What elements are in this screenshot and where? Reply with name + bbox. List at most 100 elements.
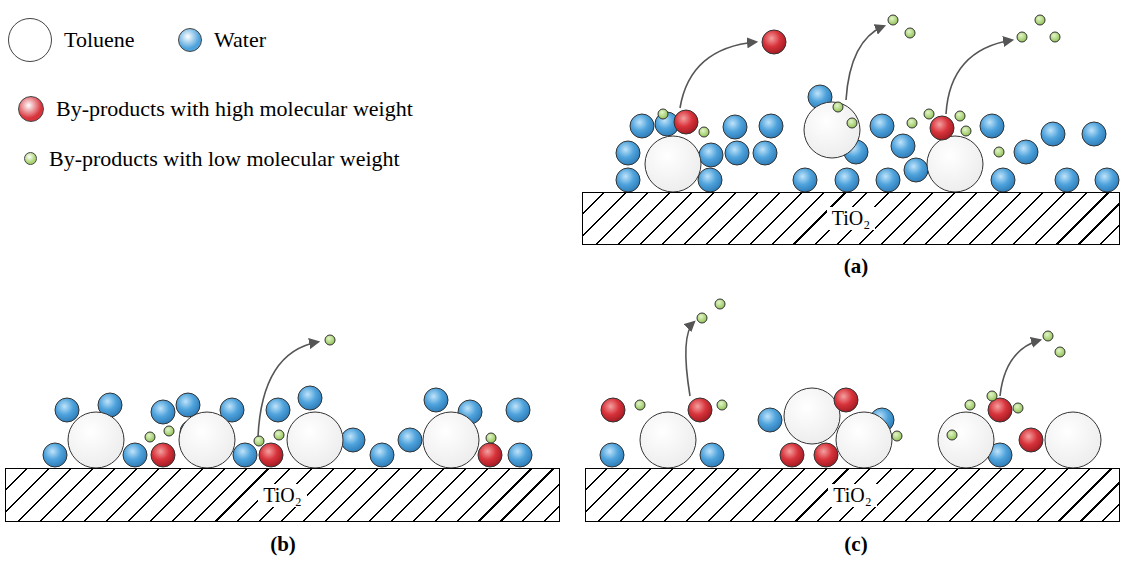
molecule bbox=[793, 168, 817, 192]
molecule bbox=[833, 102, 843, 112]
release-arrow bbox=[258, 342, 318, 437]
legend-text: By-products with high molecular weight bbox=[56, 96, 413, 122]
molecule bbox=[930, 116, 954, 140]
molecule bbox=[904, 158, 928, 182]
molecule bbox=[478, 443, 502, 467]
molecule bbox=[176, 393, 200, 417]
molecule bbox=[847, 118, 857, 128]
molecule bbox=[601, 398, 625, 422]
molecule bbox=[616, 141, 640, 165]
legend-swatch bbox=[18, 96, 44, 122]
molecule bbox=[424, 388, 448, 412]
molecule bbox=[965, 400, 975, 410]
molecule bbox=[725, 141, 749, 165]
molecule bbox=[68, 412, 124, 468]
substrate-label: TiO₂ bbox=[258, 484, 307, 507]
molecule bbox=[717, 400, 727, 410]
tio2-substrate: TiO₂ bbox=[5, 468, 560, 522]
molecule bbox=[1013, 403, 1023, 413]
legend-swatch bbox=[178, 28, 202, 52]
panel-label: (c) bbox=[844, 532, 867, 557]
molecule bbox=[341, 428, 365, 452]
panel-label: (a) bbox=[844, 254, 869, 279]
molecule bbox=[988, 398, 1012, 422]
legend-entry: By-products with low molecular weight bbox=[24, 152, 400, 165]
molecule bbox=[1055, 168, 1079, 192]
molecule bbox=[630, 114, 654, 138]
molecule bbox=[924, 109, 934, 119]
molecule bbox=[1014, 140, 1038, 164]
molecule bbox=[907, 118, 917, 128]
molecule bbox=[870, 114, 894, 138]
molecule bbox=[891, 134, 915, 158]
legend-entry: Toluene bbox=[8, 18, 135, 62]
molecule bbox=[888, 15, 898, 25]
molecule bbox=[892, 431, 902, 441]
molecule bbox=[987, 391, 997, 401]
molecule bbox=[762, 30, 786, 54]
molecule bbox=[699, 127, 709, 137]
molecule bbox=[753, 141, 777, 165]
legend-text: Toluene bbox=[64, 27, 135, 53]
molecule bbox=[398, 428, 422, 452]
molecule bbox=[674, 110, 698, 134]
substrate-label: TiO₂ bbox=[827, 207, 876, 230]
molecule bbox=[698, 168, 722, 192]
molecule bbox=[804, 102, 860, 158]
molecule bbox=[1055, 347, 1065, 357]
molecule bbox=[658, 109, 668, 119]
molecule bbox=[508, 443, 532, 467]
molecule bbox=[179, 412, 235, 468]
molecule bbox=[370, 443, 394, 467]
release-arrow bbox=[946, 40, 1012, 114]
release-arrow bbox=[686, 322, 694, 396]
tio2-substrate: TiO₂ bbox=[582, 192, 1120, 245]
molecule bbox=[836, 412, 892, 468]
legend-swatch bbox=[24, 152, 37, 165]
panel-label: (b) bbox=[270, 532, 296, 557]
release-arrow bbox=[846, 26, 884, 100]
molecule bbox=[145, 432, 155, 442]
molecule bbox=[266, 398, 290, 422]
molecule bbox=[758, 408, 782, 432]
molecule bbox=[1019, 428, 1043, 452]
molecule bbox=[325, 335, 335, 345]
molecule bbox=[254, 436, 264, 446]
molecule bbox=[715, 299, 725, 309]
molecule bbox=[961, 126, 971, 136]
substrate-label: TiO₂ bbox=[828, 484, 877, 507]
molecule bbox=[274, 430, 284, 440]
molecule bbox=[164, 426, 174, 436]
molecule bbox=[298, 386, 322, 410]
molecule bbox=[700, 443, 724, 467]
molecule bbox=[688, 398, 712, 422]
molecule bbox=[616, 168, 640, 192]
molecule bbox=[699, 143, 723, 167]
molecule bbox=[1035, 15, 1045, 25]
molecule bbox=[635, 400, 645, 410]
molecule bbox=[876, 168, 900, 192]
molecule bbox=[1095, 168, 1119, 192]
molecule bbox=[486, 433, 496, 443]
molecule bbox=[994, 147, 1004, 157]
molecule bbox=[640, 412, 696, 468]
molecule bbox=[645, 136, 701, 192]
molecule bbox=[43, 443, 67, 467]
molecule bbox=[834, 388, 858, 412]
legend-entry: Water bbox=[178, 28, 266, 52]
molecule bbox=[697, 313, 707, 323]
molecule bbox=[1043, 331, 1053, 341]
molecule bbox=[600, 443, 624, 467]
molecule bbox=[1041, 122, 1065, 146]
molecule bbox=[759, 114, 783, 138]
molecule bbox=[123, 443, 147, 467]
molecule bbox=[835, 168, 859, 192]
tio2-substrate: TiO₂ bbox=[585, 468, 1120, 522]
molecule bbox=[1082, 122, 1106, 146]
molecule bbox=[980, 114, 1004, 138]
molecule bbox=[905, 28, 915, 38]
legend-text: Water bbox=[214, 27, 266, 53]
molecule bbox=[814, 443, 838, 467]
molecule bbox=[151, 443, 175, 467]
molecule bbox=[506, 398, 530, 422]
